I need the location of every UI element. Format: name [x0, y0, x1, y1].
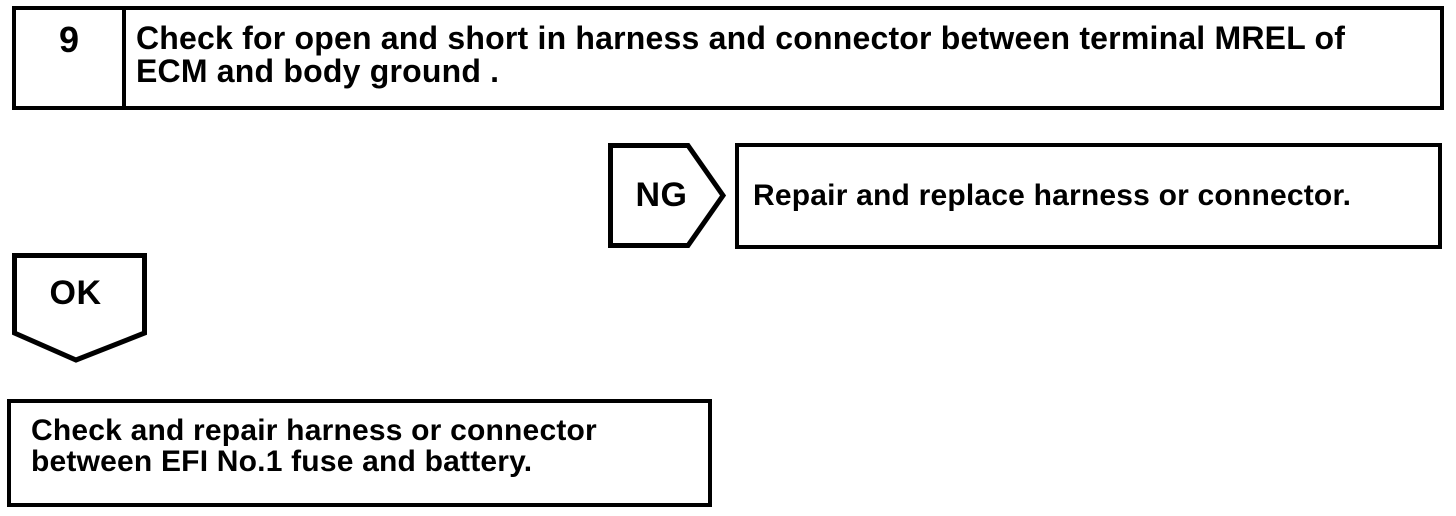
- ng-label: NG: [635, 176, 688, 214]
- step-box: 9 Check for open and short in harness an…: [12, 6, 1444, 110]
- ok-label: OK: [49, 273, 102, 312]
- ng-branch-arrow: NG: [608, 143, 726, 248]
- ok-pentagon-shape: [12, 253, 147, 363]
- ok-branch-arrow: OK: [12, 253, 147, 363]
- step-instruction: Check for open and short in harness and …: [136, 20, 1346, 89]
- step-number-cell: 9: [16, 10, 126, 106]
- ng-pentagon-shape: [608, 143, 726, 248]
- ng-result-text: Repair and replace harness or connector.: [753, 179, 1352, 212]
- ok-result-text: Check and repair harness or connector be…: [31, 414, 597, 478]
- ng-result-box: Repair and replace harness or connector.: [735, 143, 1442, 249]
- ok-result-box: Check and repair harness or connector be…: [7, 399, 712, 507]
- step-number: 9: [58, 19, 80, 60]
